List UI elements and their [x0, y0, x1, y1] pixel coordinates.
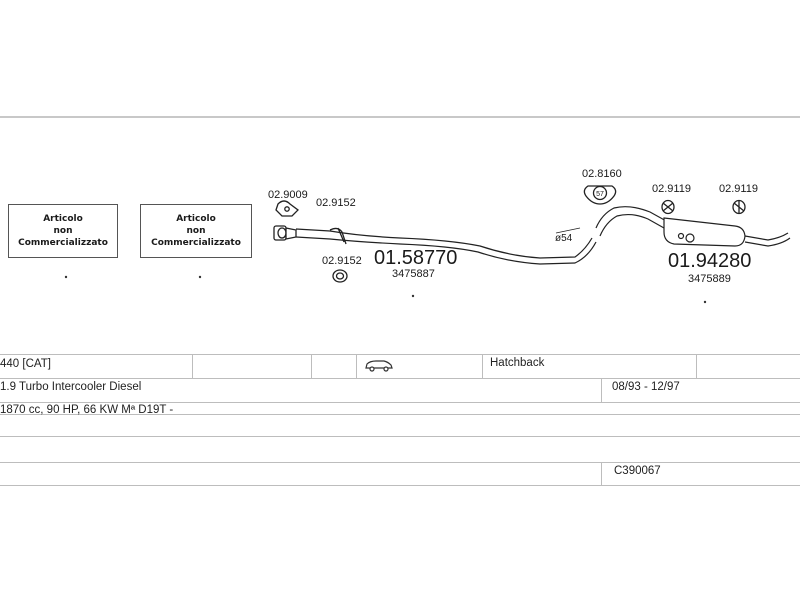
not-available-box-2: Articolo non Commercializzato [140, 204, 252, 258]
mid-pipe-01-58770[interactable] [295, 228, 597, 265]
not-available-text-2: non [186, 226, 206, 236]
catalog-code: C390067 [614, 465, 661, 477]
marker-dot [411, 294, 415, 298]
part-label-02-8160: 02.8160 [582, 168, 622, 180]
marker-dot [198, 275, 202, 279]
mount-02-9119-a[interactable] [661, 199, 675, 215]
pipe-diameter-label: ø54 [555, 233, 573, 244]
marker-dot [703, 300, 707, 304]
part-label-02-9119-b: 02.9119 [719, 183, 758, 195]
vehicle-body-type: Hatchback [490, 357, 545, 369]
not-available-text-1: Articolo [43, 214, 83, 224]
part-label-02-9152-a: 02.9152 [316, 197, 356, 209]
not-available-text-2: non [53, 226, 73, 236]
not-available-text-3: Commercializzato [18, 238, 108, 248]
vehicle-specs: 1870 cc, 90 HP, 66 KW Mª D19T - [0, 404, 174, 416]
clamp-02-8160[interactable] [583, 185, 617, 205]
marker-dot [64, 275, 68, 279]
part-label-02-9152-b: 02.9152 [322, 255, 362, 267]
clamp-size-label: 57 [596, 191, 604, 198]
not-available-text-1: Articolo [176, 214, 216, 224]
front-flange[interactable] [273, 225, 297, 241]
leader-line [555, 227, 581, 234]
oe-number-rear-box: 3475889 [688, 273, 731, 285]
car-icon [365, 360, 393, 372]
exhaust-diagram: 57 02.9009 02.9152 02.9152 02.8160 02.91… [64, 168, 791, 304]
mount-02-9152-a[interactable] [329, 227, 347, 245]
car-icon [364, 358, 394, 375]
part-label-02-9009: 02.9009 [268, 189, 308, 201]
vehicle-years: 08/93 - 12/97 [612, 381, 680, 393]
oe-number-mid-pipe: 3475887 [392, 268, 435, 280]
rear-silencer-01-94280[interactable] [595, 206, 791, 247]
mount-02-9152-b[interactable] [332, 269, 348, 283]
vehicle-engine: 1.9 Turbo Intercooler Diesel [0, 381, 142, 393]
part-label-02-9119-a: 02.9119 [652, 183, 691, 195]
not-available-text-3: Commercializzato [151, 238, 241, 248]
not-available-box-1: Articolo non Commercializzato [8, 204, 118, 258]
vehicle-model: 440 [CAT] [0, 358, 51, 370]
part-number-rear-box: 01.94280 [668, 250, 751, 272]
part-number-mid-pipe: 01.58770 [374, 247, 457, 269]
mount-02-9009[interactable] [275, 200, 299, 217]
mount-02-9119-b[interactable] [732, 199, 746, 215]
